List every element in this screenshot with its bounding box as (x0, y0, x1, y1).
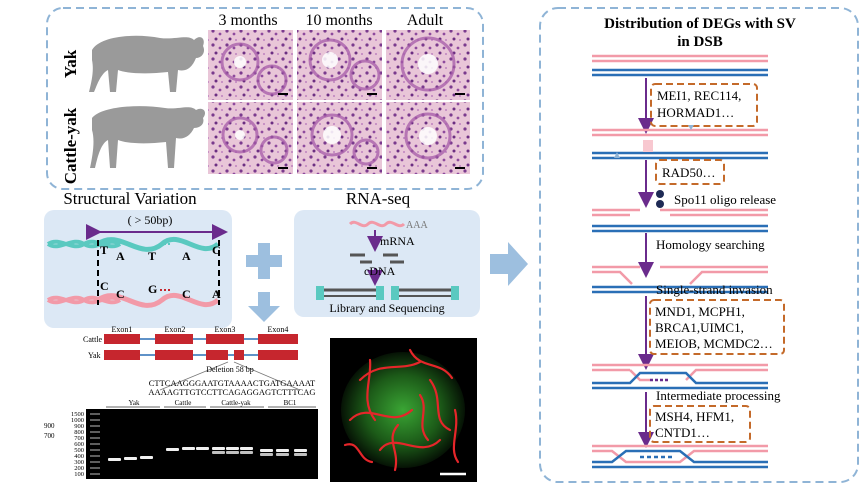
dsb-panel: Distribution of DEGs with SV in DSB MEI1… (539, 7, 859, 483)
gel-panel: 900 700 15001000900800700600500400300200… (44, 399, 318, 479)
gel-lane-cattle-yak: Cattle-yak (221, 399, 251, 407)
intermediate-label: Intermediate processing (656, 388, 781, 403)
gel-band (196, 447, 209, 450)
gene-box-3-line2: BRCA1,UIMC1, (655, 320, 744, 335)
gel-band (182, 447, 195, 450)
ladder-label: 1500 (71, 411, 84, 418)
dsb-title-line1: Distribution of DEGs with SV (604, 16, 796, 32)
stage-label-3-months: 3 months (218, 12, 277, 29)
spo11-label: Spo11 oligo release (674, 192, 776, 207)
ladder-label: 900 (74, 423, 84, 430)
sv-bottom-base-4: C (182, 287, 191, 301)
sv-top-base-3: T (148, 249, 156, 263)
gel-band (276, 453, 289, 456)
gene-box-1-line2: HORMAD1… (657, 105, 734, 120)
sv-panel: ( > 50bp) T A T A C C C G C A (44, 210, 232, 328)
ladder-label: 300 (74, 459, 84, 466)
sv-bottom-base-2: C (116, 287, 125, 301)
histology-panel: Yak Cattle-yak 3 months 10 months Adult (46, 7, 484, 190)
ladder-label: 700 (74, 435, 84, 442)
exon-label-4: Exon4 (268, 325, 289, 334)
ladder-label: 600 (74, 441, 84, 448)
right-arrow-icon (490, 242, 528, 286)
gene-box-2: RAD50… (662, 165, 715, 180)
exon-label-1: Exon1 (112, 325, 133, 334)
sequence-bottom: AAAAGTTGTCCTTCAGAGGAGTCTTTCAG (148, 387, 315, 397)
exon-diagram: Exon1 Exon2 Exon3 Exon4 Cattle Yak Delet… (83, 325, 316, 397)
gel-band (276, 449, 289, 452)
row-label-yak: Yak (88, 351, 101, 360)
gel-band (108, 458, 121, 461)
gene-box-3-line3: MEIOB, MCMDC2… (655, 336, 773, 351)
gel-lane-bc1: BC1 (284, 399, 297, 407)
ladder-label: 400 (74, 453, 84, 460)
gene-box-4-line1: MSH4, HFM1, (655, 409, 734, 424)
gel-lane-yak: Yak (129, 399, 140, 407)
dsb-title-line2: in DSB (677, 34, 722, 50)
poly-a-label: AAA (406, 220, 428, 231)
ladder-label: 800 (74, 429, 84, 436)
stage-label-adult: Adult (407, 12, 444, 29)
gel-band (260, 453, 273, 456)
gene-box-4-line2: CNTD1… (655, 425, 710, 440)
sv-top-base-2: A (116, 249, 125, 263)
sv-top-base-1: T (100, 243, 108, 257)
ladder-label: 500 (74, 447, 84, 454)
ladder-label: 1000 (71, 417, 84, 424)
ladder-label: 100 (74, 471, 84, 478)
gel-band (226, 447, 239, 450)
gel-band (240, 447, 253, 450)
sv-bottom-base-5: A (212, 287, 221, 301)
sv-bottom-base-3: G (148, 282, 157, 296)
gel-band (240, 451, 253, 454)
gel-band (212, 451, 225, 454)
invasion-label: Single-strand invasion (656, 282, 773, 297)
gene-box-3-line1: MND1, MCPH1, (655, 304, 745, 319)
cdna-label: cDNA (364, 264, 396, 278)
deletion-label: Deletion 58 bp (206, 365, 254, 374)
homology-label: Homology searching (656, 237, 765, 252)
gel-band (294, 453, 307, 456)
gel-lane-cattle: Cattle (175, 399, 192, 407)
mrna-label: mRNA (380, 234, 415, 248)
sv-title: Structural Variation (63, 189, 197, 208)
plus-icon (246, 243, 282, 279)
gel-band (294, 449, 307, 452)
sv-top-base-4: A (182, 249, 191, 263)
sv-bottom-base-1: C (100, 279, 109, 293)
ladder-label: 200 (74, 465, 84, 472)
gel-left-label-700: 700 (44, 432, 55, 440)
gel-band (140, 456, 153, 459)
sequence-top: CTTCAAGGGAATGTAAAACTGATGAAAAT (149, 378, 316, 388)
gel-band (166, 448, 179, 451)
fluorescence-image (330, 338, 477, 482)
exon-label-3: Exon3 (215, 325, 236, 334)
gel-band (124, 457, 137, 460)
histology-images (208, 30, 470, 174)
exon-label-2: Exon2 (165, 325, 186, 334)
gel-band (260, 449, 273, 452)
species-label-cattle-yak: Cattle-yak (61, 107, 80, 184)
gel-band (212, 447, 225, 450)
gel-left-label-900: 900 (44, 422, 55, 430)
yak-silhouette-icon (89, 35, 205, 92)
gel-band (226, 451, 239, 454)
species-label-yak: Yak (61, 49, 80, 78)
cattle-yak-silhouette-icon (90, 106, 206, 168)
sv-top-base-5: C (212, 243, 221, 257)
row-label-cattle: Cattle (83, 335, 103, 344)
rnaseq-panel: AAA mRNA cDNA Library and Sequencing (294, 210, 480, 317)
down-arrow-icon (248, 292, 280, 322)
rnaseq-title: RNA-seq (346, 189, 411, 208)
library-label: Library and Sequencing (329, 301, 444, 315)
sv-size-label: ( > 50bp) (128, 213, 173, 227)
stage-label-10-months: 10 months (305, 12, 372, 29)
gene-box-1-line1: MEI1, REC114, (657, 88, 741, 103)
